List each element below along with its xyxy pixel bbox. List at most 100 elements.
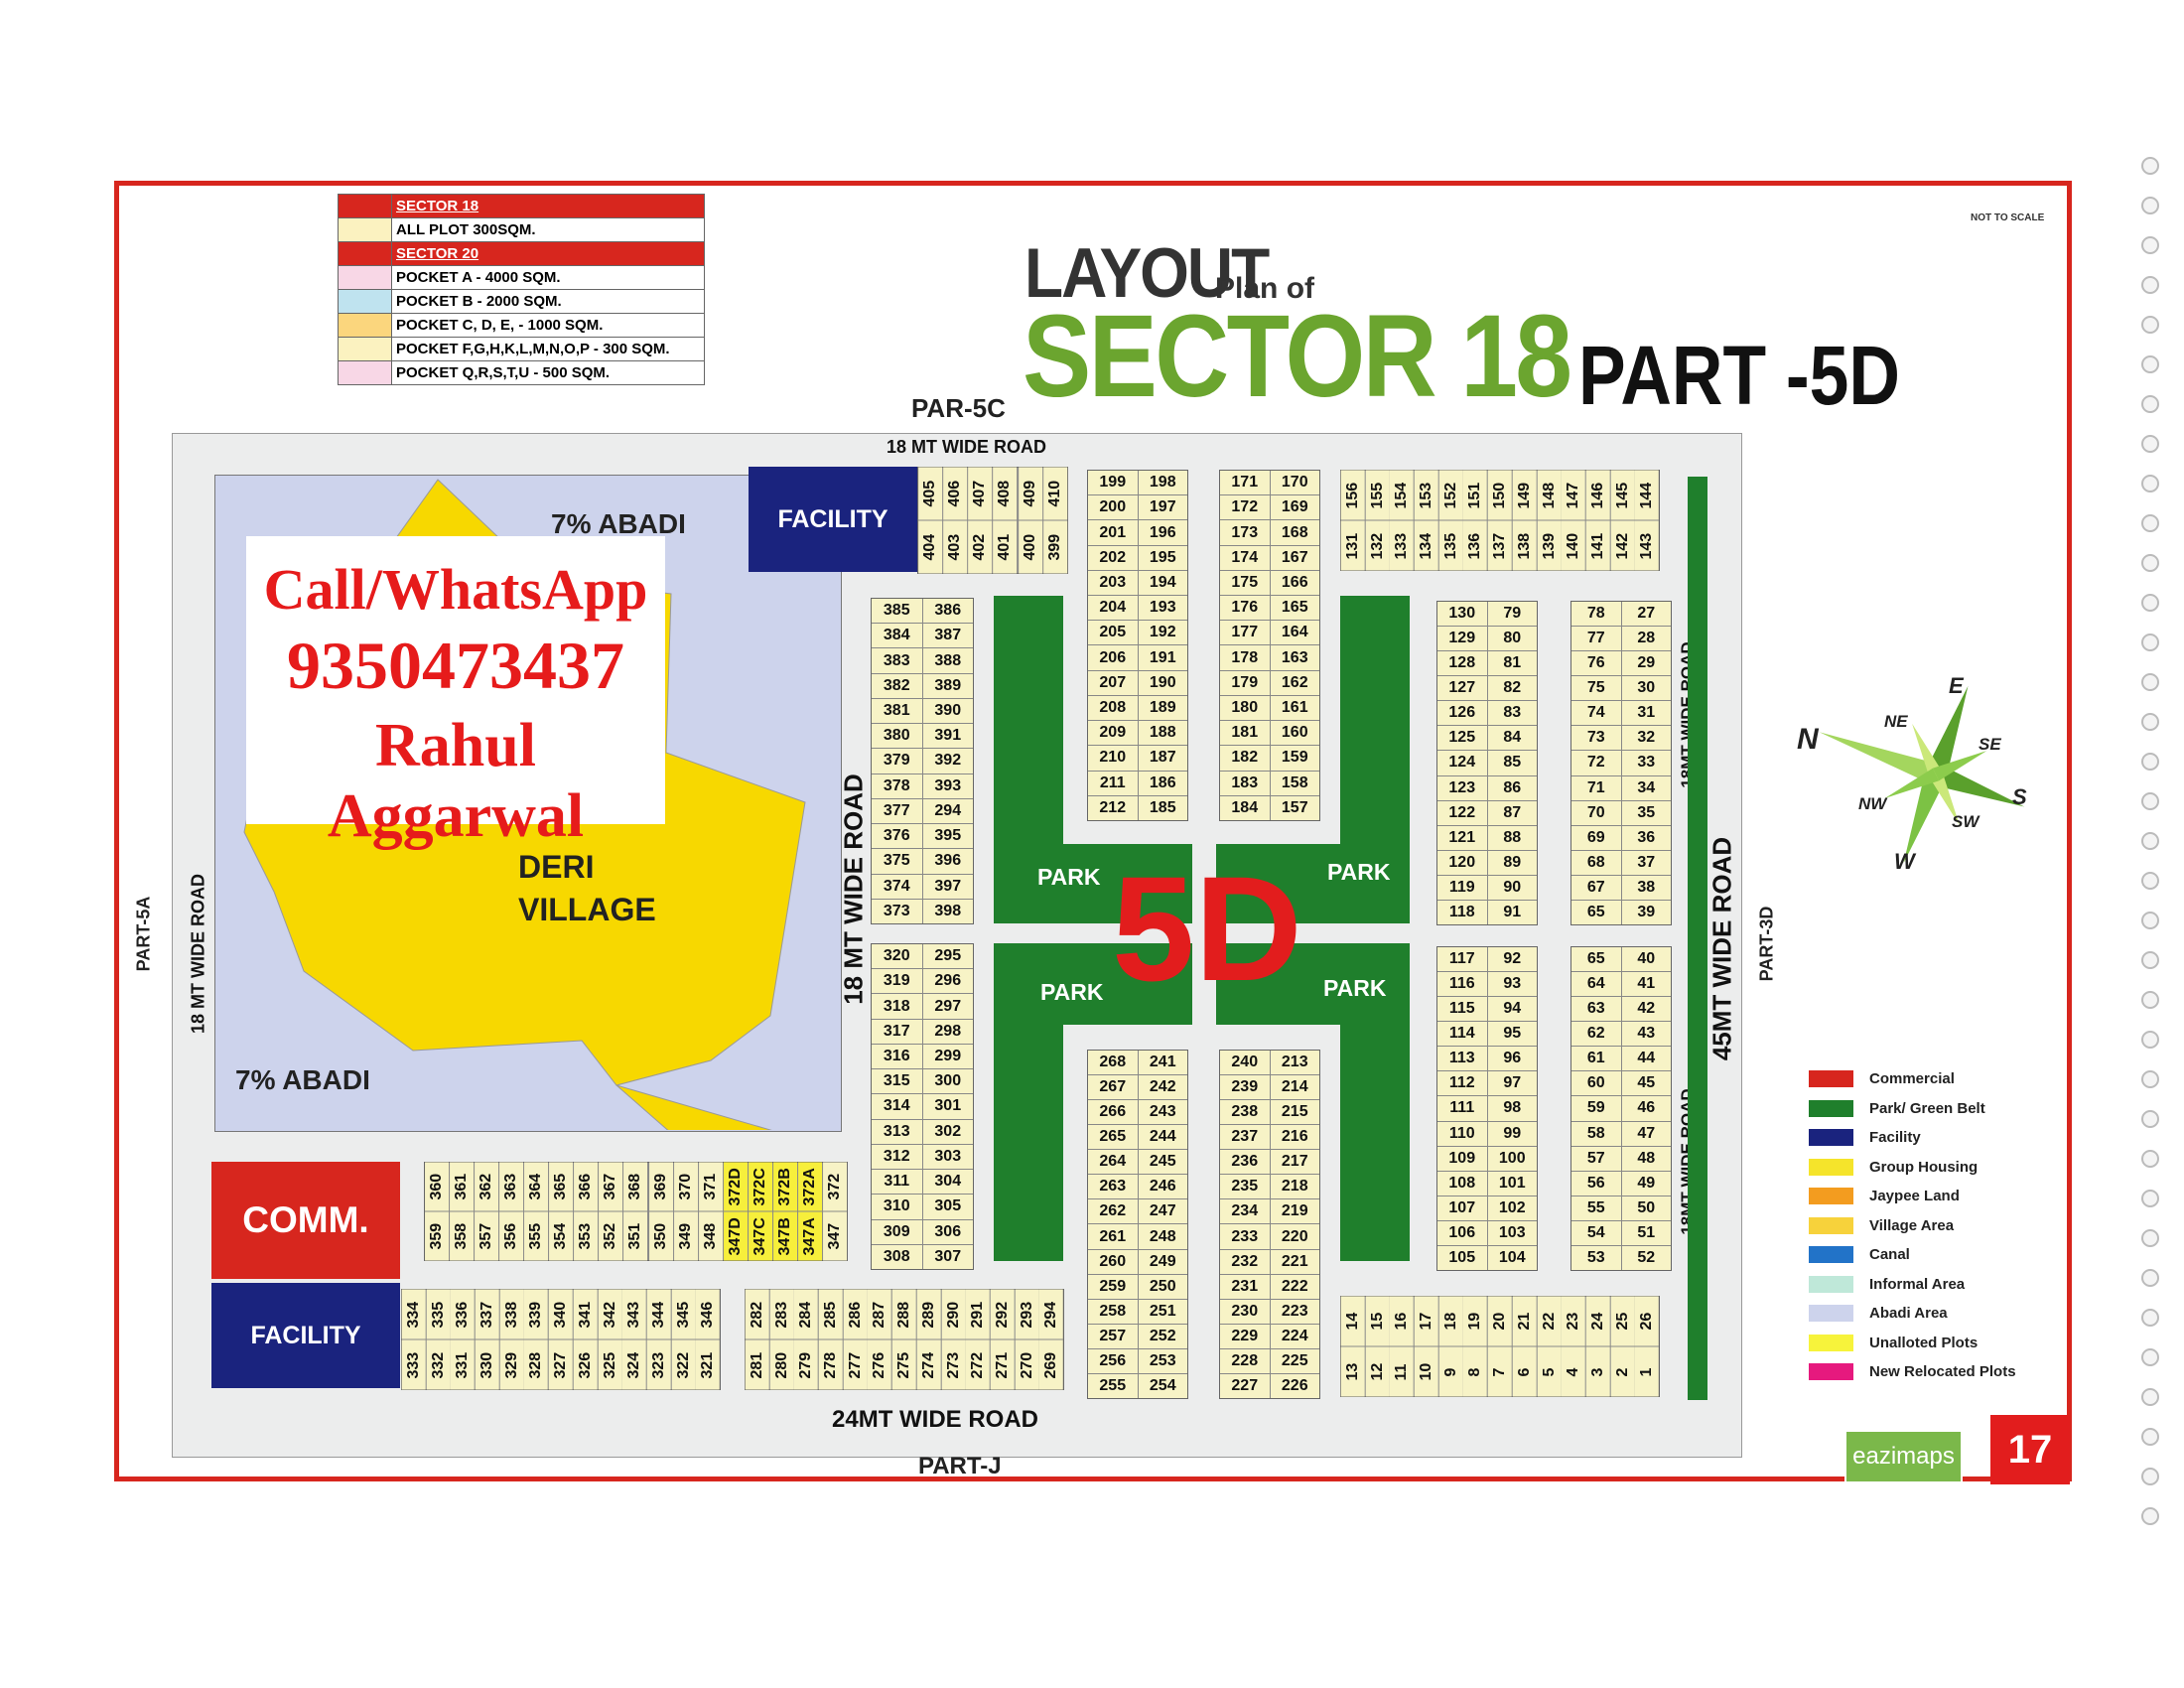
plot: 295 <box>922 944 973 969</box>
spiral-ring <box>2141 832 2159 850</box>
plot: 340 <box>549 1290 573 1339</box>
spiral-ring <box>2141 435 2159 453</box>
plot: 254 <box>1138 1373 1187 1398</box>
plot: 126 <box>1437 701 1487 726</box>
plot: 169 <box>1270 495 1319 520</box>
plot: 381 <box>872 698 922 724</box>
plot: 92 <box>1487 947 1537 972</box>
plot: 96 <box>1487 1047 1537 1071</box>
plot: 408 <box>993 468 1018 520</box>
plot: 298 <box>922 1019 973 1044</box>
plot: 375 <box>872 849 922 874</box>
plot: 388 <box>922 648 973 673</box>
plot: 172 <box>1220 495 1270 520</box>
plot: 221 <box>1270 1249 1319 1274</box>
spiral-ring <box>2141 514 2159 532</box>
plot: 47 <box>1621 1121 1671 1146</box>
legend-item: Facility <box>1809 1123 2016 1153</box>
plot: 334 <box>402 1290 426 1339</box>
plot: 390 <box>922 698 973 724</box>
plot: 259 <box>1088 1274 1138 1299</box>
plot: 251 <box>1138 1299 1187 1324</box>
plot: 342 <box>598 1290 622 1339</box>
plot: 8 <box>1463 1346 1488 1396</box>
plot: 32 <box>1621 726 1671 751</box>
plot: 376 <box>872 824 922 849</box>
plot: 158 <box>1270 771 1319 795</box>
plot: 235 <box>1220 1175 1270 1199</box>
plot: 6 <box>1512 1346 1537 1396</box>
plot: 294 <box>1039 1290 1063 1339</box>
plot: 346 <box>696 1290 720 1339</box>
abadi-label-top: 7% ABADI <box>551 508 686 539</box>
plot: 5 <box>1537 1346 1562 1396</box>
plot: 222 <box>1270 1274 1319 1299</box>
plot: 359 <box>425 1211 450 1260</box>
plot: 100 <box>1487 1146 1537 1171</box>
par5c-label: PAR-5C <box>911 393 1006 423</box>
plot: 409 <box>1018 468 1042 520</box>
plot: 155 <box>1365 471 1390 520</box>
compass-w: W <box>1894 849 1915 874</box>
legend-swatch <box>1809 1188 1853 1205</box>
plot: 176 <box>1220 596 1270 621</box>
plot: 198 <box>1138 471 1187 495</box>
plot: 237 <box>1220 1125 1270 1150</box>
plot: 389 <box>922 673 973 698</box>
plot: 145 <box>1610 471 1635 520</box>
plot: 25 <box>1610 1297 1635 1346</box>
plot: 387 <box>922 624 973 648</box>
plot: 95 <box>1487 1022 1537 1047</box>
facility-bottom: FACILITY <box>211 1283 400 1388</box>
plot: 74 <box>1571 701 1621 726</box>
plot: 17 <box>1415 1297 1438 1346</box>
plot: 186 <box>1138 771 1187 795</box>
plot: 211 <box>1088 771 1138 795</box>
plot: 64 <box>1571 972 1621 997</box>
plot: 167 <box>1270 545 1319 570</box>
plot: 46 <box>1621 1096 1671 1121</box>
plot: 166 <box>1270 570 1319 596</box>
plot: 256 <box>1088 1348 1138 1373</box>
spiral-ring <box>2141 753 2159 771</box>
spiral-ring <box>2141 316 2159 334</box>
plot: 42 <box>1621 997 1671 1022</box>
spiral-ring <box>2141 633 2159 651</box>
eazimaps-logo: eazimaps <box>1844 1430 1963 1483</box>
park-right-top <box>1216 844 1410 923</box>
plot: 285 <box>819 1290 843 1339</box>
plot: 53 <box>1571 1245 1621 1270</box>
legend-label: Park/ Green Belt <box>1869 1099 1985 1117</box>
sector18-row: ALL PLOT 300SQM. <box>391 217 705 242</box>
plot: 82 <box>1487 676 1537 701</box>
not-to-scale: NOT TO SCALE <box>1971 212 2045 223</box>
plot: 279 <box>794 1339 819 1389</box>
plot: 102 <box>1487 1196 1537 1220</box>
title-part: PART -5D <box>1578 329 1900 422</box>
legend-label: Commercial <box>1869 1070 1955 1088</box>
spiral-ring <box>2141 1309 2159 1327</box>
plot: 278 <box>819 1339 843 1389</box>
plot: 180 <box>1220 695 1270 721</box>
plot: 307 <box>922 1244 973 1269</box>
plot: 349 <box>673 1211 698 1260</box>
plot: 315 <box>872 1069 922 1094</box>
partj-label: PART-J <box>918 1453 1002 1479</box>
plot: 356 <box>499 1211 524 1260</box>
plot: 352 <box>599 1211 623 1260</box>
plot: 83 <box>1487 701 1537 726</box>
plot: 314 <box>872 1094 922 1119</box>
plot: 131 <box>1341 520 1365 570</box>
plot: 2 <box>1610 1346 1635 1396</box>
plot: 19 <box>1463 1297 1488 1346</box>
plot: 67 <box>1571 875 1621 900</box>
plot: 311 <box>872 1170 922 1195</box>
legend-label: Canal <box>1869 1246 1910 1264</box>
plot: 291 <box>966 1290 990 1339</box>
plot: 333 <box>402 1339 426 1389</box>
plot: 29 <box>1621 651 1671 676</box>
plot: 313 <box>872 1119 922 1144</box>
park-left-bottom <box>994 943 1192 1025</box>
